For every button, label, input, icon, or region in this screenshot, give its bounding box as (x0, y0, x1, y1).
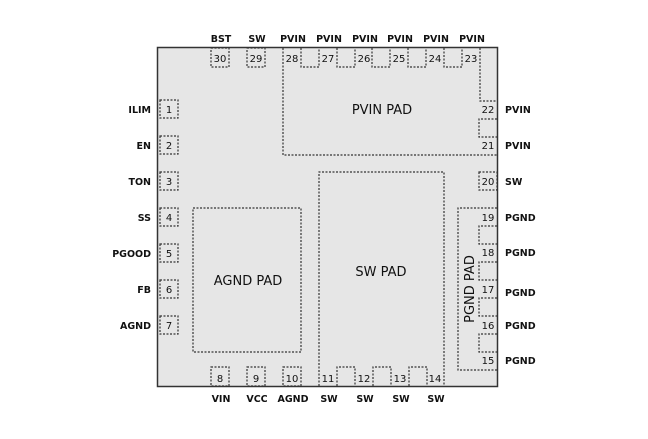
pvin-pad (282, 48, 497, 156)
pin-pad (159, 99, 179, 119)
pin-label: AGND (120, 321, 151, 332)
sw-pad (318, 171, 445, 386)
pin-label: SW (427, 394, 445, 405)
pin-number: 16 (482, 321, 495, 332)
pvin-pad-label: PVIN PAD (352, 103, 412, 118)
pin-number: 1 (166, 105, 172, 116)
agnd-pad (192, 207, 302, 353)
pin-label: PGND (505, 356, 536, 367)
pin-pad (210, 47, 230, 68)
pin-label: VCC (246, 394, 267, 405)
pin-pad (159, 243, 179, 263)
pin-label: PGND (505, 248, 536, 259)
pin-number: 6 (166, 285, 172, 296)
pin-label: PGND (505, 321, 536, 332)
package-body (156, 46, 499, 388)
sw-pad-label: SW PAD (355, 265, 406, 280)
pin-number: 3 (166, 177, 172, 188)
pin-label: BST (211, 34, 232, 45)
pin-number: 27 (322, 54, 335, 65)
pin-number: 26 (358, 54, 371, 65)
pin-number: 30 (214, 54, 227, 65)
pin-number: 18 (482, 248, 495, 259)
pin-number: 4 (166, 213, 172, 224)
pin-number: 25 (393, 54, 406, 65)
pin-number: 14 (429, 374, 442, 385)
pin-label: ILIM (128, 105, 151, 116)
pin-label: EN (137, 141, 151, 152)
pin-pad (159, 171, 179, 191)
pin-label: FB (137, 285, 151, 296)
pin-pad (159, 315, 179, 335)
pin-number: 20 (482, 177, 495, 188)
pin-label: PGND (505, 288, 536, 299)
pin-number: 22 (482, 105, 495, 116)
pin-number: 29 (250, 54, 263, 65)
pin-label: SW (392, 394, 410, 405)
pin-label: SS (138, 213, 151, 224)
pin-label: PVIN (352, 34, 378, 45)
pin-number: 5 (166, 249, 172, 260)
pin-pad (159, 207, 179, 227)
agnd-pad-label: AGND PAD (214, 274, 283, 289)
pin-number: 7 (166, 321, 172, 332)
pin-label: PVIN (505, 105, 531, 116)
pin-pad (246, 366, 266, 387)
pin-label: PVIN (316, 34, 342, 45)
pin-label: TON (128, 177, 151, 188)
pin-label: AGND (278, 394, 309, 405)
pin-number: 2 (166, 141, 172, 152)
pin-number: 23 (465, 54, 478, 65)
pin-label: PVIN (423, 34, 449, 45)
pin-label: PVIN (459, 34, 485, 45)
pin-number: 13 (394, 374, 407, 385)
pin-label: SW (248, 34, 266, 45)
pin-number: 21 (482, 141, 495, 152)
pin-label: PGND (505, 213, 536, 224)
pin-label: VIN (212, 394, 231, 405)
pin-number: 19 (482, 213, 495, 224)
pgnd-pad-label: PGND PAD (463, 255, 478, 323)
pin-pad (210, 366, 230, 387)
pin-pad (159, 279, 179, 299)
pin-number: 8 (217, 374, 223, 385)
pin-number: 12 (358, 374, 371, 385)
pin-label: PGOOD (112, 249, 151, 260)
pin-label: PVIN (280, 34, 306, 45)
pgnd-pad (457, 207, 497, 371)
pin-number: 24 (429, 54, 442, 65)
pin-number: 28 (286, 54, 299, 65)
pin-number: 15 (482, 356, 495, 367)
pin-number: 11 (322, 374, 335, 385)
pin-label: SW (356, 394, 374, 405)
pin-label: PVIN (387, 34, 413, 45)
pin-pad (159, 135, 179, 155)
pin-label: PVIN (505, 141, 531, 152)
pin-pad (246, 47, 266, 68)
pin-label: SW (320, 394, 338, 405)
pin-number: 17 (482, 285, 495, 296)
pin-pad (478, 171, 498, 191)
pin-label: SW (505, 177, 523, 188)
pin-number: 9 (253, 374, 259, 385)
pin-number: 10 (286, 374, 299, 385)
pin-pad (282, 366, 302, 387)
